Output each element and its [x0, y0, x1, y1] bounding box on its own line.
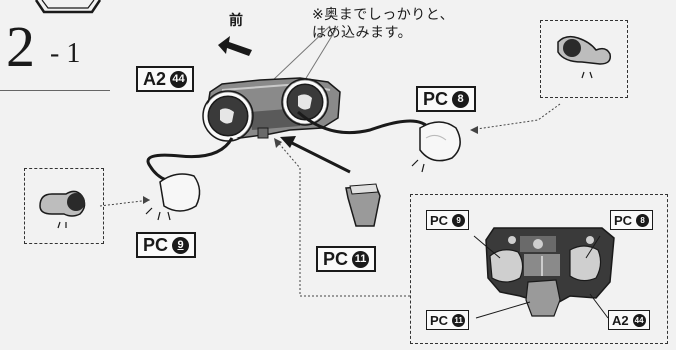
label-a2-44: A2 44: [136, 66, 195, 92]
pc8-cap-part: [411, 121, 461, 173]
header-frame-shape: [34, 0, 102, 14]
step-sub-number: - 1: [50, 38, 81, 69]
step-number: 2: [6, 14, 35, 79]
detail-leader-lines: [473, 235, 609, 319]
part-number-badge: 11: [452, 313, 466, 327]
detail-label-a2-44: A2 44: [608, 310, 650, 330]
pc8-detail-icon: [557, 35, 612, 79]
pc9-cord: [146, 137, 234, 182]
detail-guide-line: [275, 139, 410, 297]
part-number-badge: 8: [452, 90, 470, 108]
label-pc-11: PC 11: [316, 246, 377, 272]
pc8-detail-frame: [540, 20, 628, 98]
pc9-detail-frame: [24, 168, 104, 244]
part-number-badge: 44: [170, 70, 188, 88]
pc9-detail-icon: [39, 190, 86, 229]
label-pc-9: PC 9: [136, 232, 197, 258]
header-frame-inner: [41, 0, 95, 9]
part-number-badge: 9: [452, 213, 466, 227]
pc11-insert-arrow: [289, 140, 351, 174]
a2-body-part: [202, 77, 341, 142]
pc8-cord: [297, 110, 432, 135]
part-number-badge: 11: [352, 250, 370, 268]
part-number-badge: 44: [632, 313, 646, 327]
note-line-2: はめ込みます。: [312, 25, 413, 41]
pc9-cap-part: [145, 173, 201, 221]
pc8-guide-arrow: [469, 103, 561, 131]
note-line-1: ※奥までしっかりと、: [312, 7, 455, 23]
detail-label-pc-11: PC 11: [426, 310, 470, 330]
pc9-guide-arrow: [99, 199, 151, 207]
detail-label-pc-9: PC 9: [426, 210, 470, 230]
front-arrow-icon: [218, 36, 252, 56]
detail-label-pc-8: PC 8: [610, 210, 654, 230]
label-pc-8: PC 8: [416, 86, 477, 112]
step-underline: [0, 90, 110, 91]
part-number-badge: 8: [636, 213, 650, 227]
front-direction-label: 前: [229, 13, 243, 29]
part-number-badge: 9: [172, 236, 190, 254]
assembly-note: ※奥までしっかりと、 はめ込みます。: [312, 6, 454, 42]
detail-assembly-part: [485, 227, 615, 317]
pc11-clip-part: [345, 183, 381, 227]
assembly-detail-frame: [410, 194, 668, 344]
